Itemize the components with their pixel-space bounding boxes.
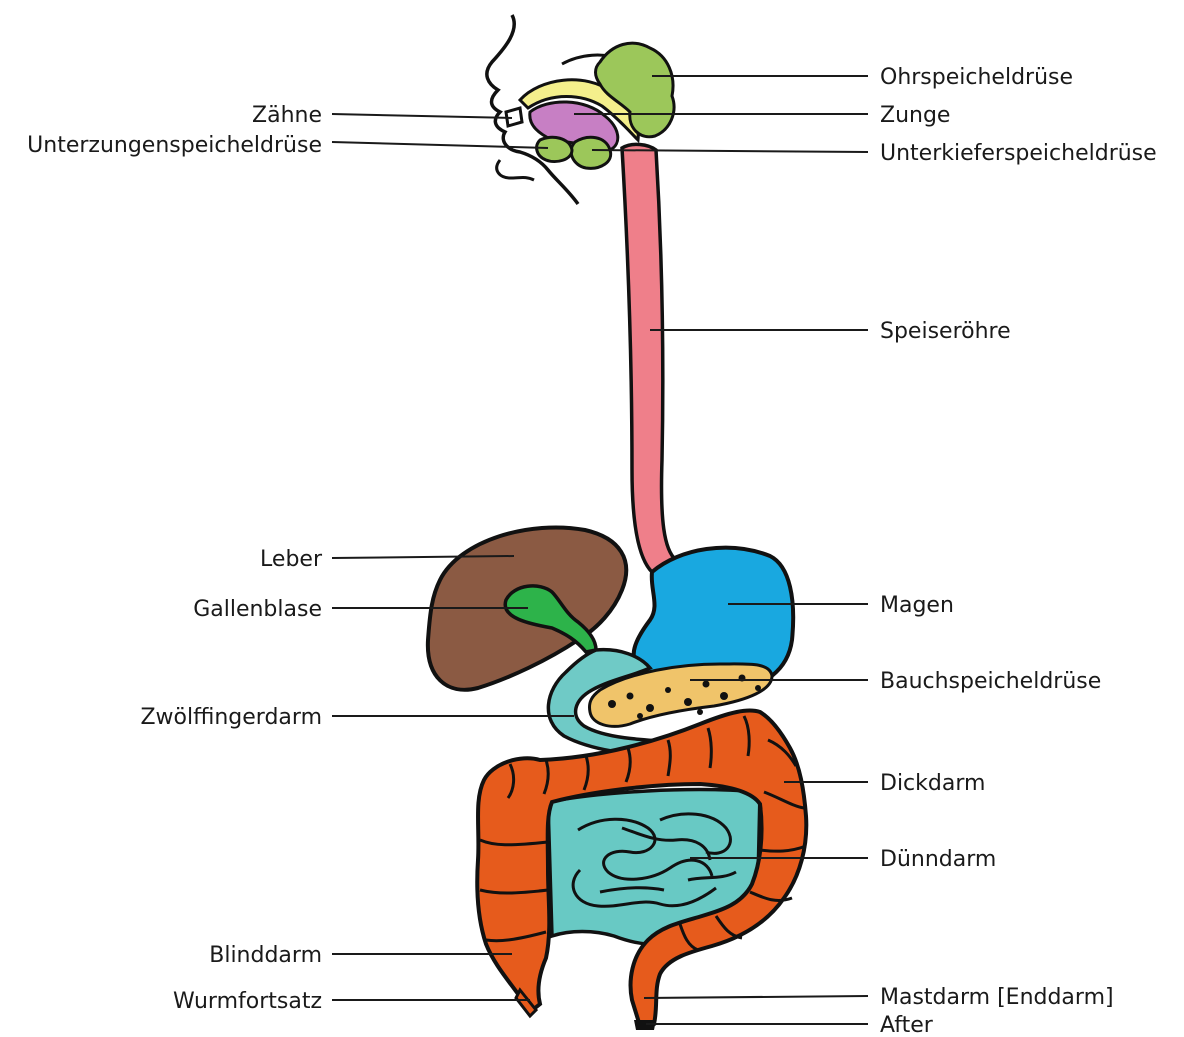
label-magen: Magen — [880, 593, 954, 618]
label-zwoelffingerdarm: Zwölffingerdarm — [140, 705, 322, 730]
submandibular-gland — [571, 137, 611, 168]
sublingual-gland — [537, 137, 572, 161]
label-zunge: Zunge — [880, 103, 950, 128]
label-bauchspeicheldruese: Bauchspeicheldrüse — [880, 669, 1101, 694]
label-duenndarm: Dünndarm — [880, 847, 996, 872]
label-gallenblase: Gallenblase — [193, 597, 322, 622]
label-zaehne: Zähne — [252, 103, 322, 128]
label-leber: Leber — [260, 547, 323, 572]
label-ohrspeicheldruese: Ohrspeicheldrüse — [880, 65, 1073, 90]
label-mastdarm: Mastdarm [Enddarm] — [880, 985, 1114, 1010]
label-after: After — [880, 1013, 934, 1037]
label-blinddarm: Blinddarm — [209, 943, 322, 968]
label-speiseroehre: Speiseröhre — [880, 319, 1011, 344]
label-unterzungenspeicheldruese: Unterzungenspeicheldrüse — [27, 133, 322, 158]
label-dickdarm: Dickdarm — [880, 771, 985, 796]
label-wurmfortsatz: Wurmfortsatz — [173, 989, 322, 1014]
esophagus — [622, 144, 676, 572]
label-unterkieferspeicheldruese: Unterkieferspeicheldrüse — [880, 141, 1157, 166]
